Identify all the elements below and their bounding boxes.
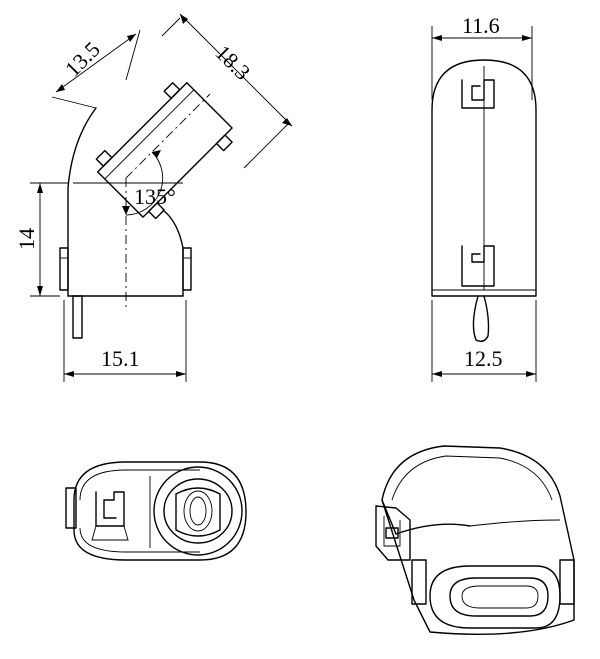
dim-15-1: 15.1 [101,346,140,371]
side-view: 11.6 12.5 [431,13,537,382]
dim-13-5: 13.5 [60,37,105,82]
top-view [65,461,247,561]
dim-12-5: 12.5 [464,346,503,371]
front-view: 135° 13.5 18.3 14 15.1 [14,13,293,382]
dim-18-3: 18.3 [210,40,255,85]
dim-11-6: 11.6 [462,13,500,38]
angle-label: 135° [134,184,176,209]
dim-14: 14 [14,228,39,250]
isometric-view [375,445,575,635]
